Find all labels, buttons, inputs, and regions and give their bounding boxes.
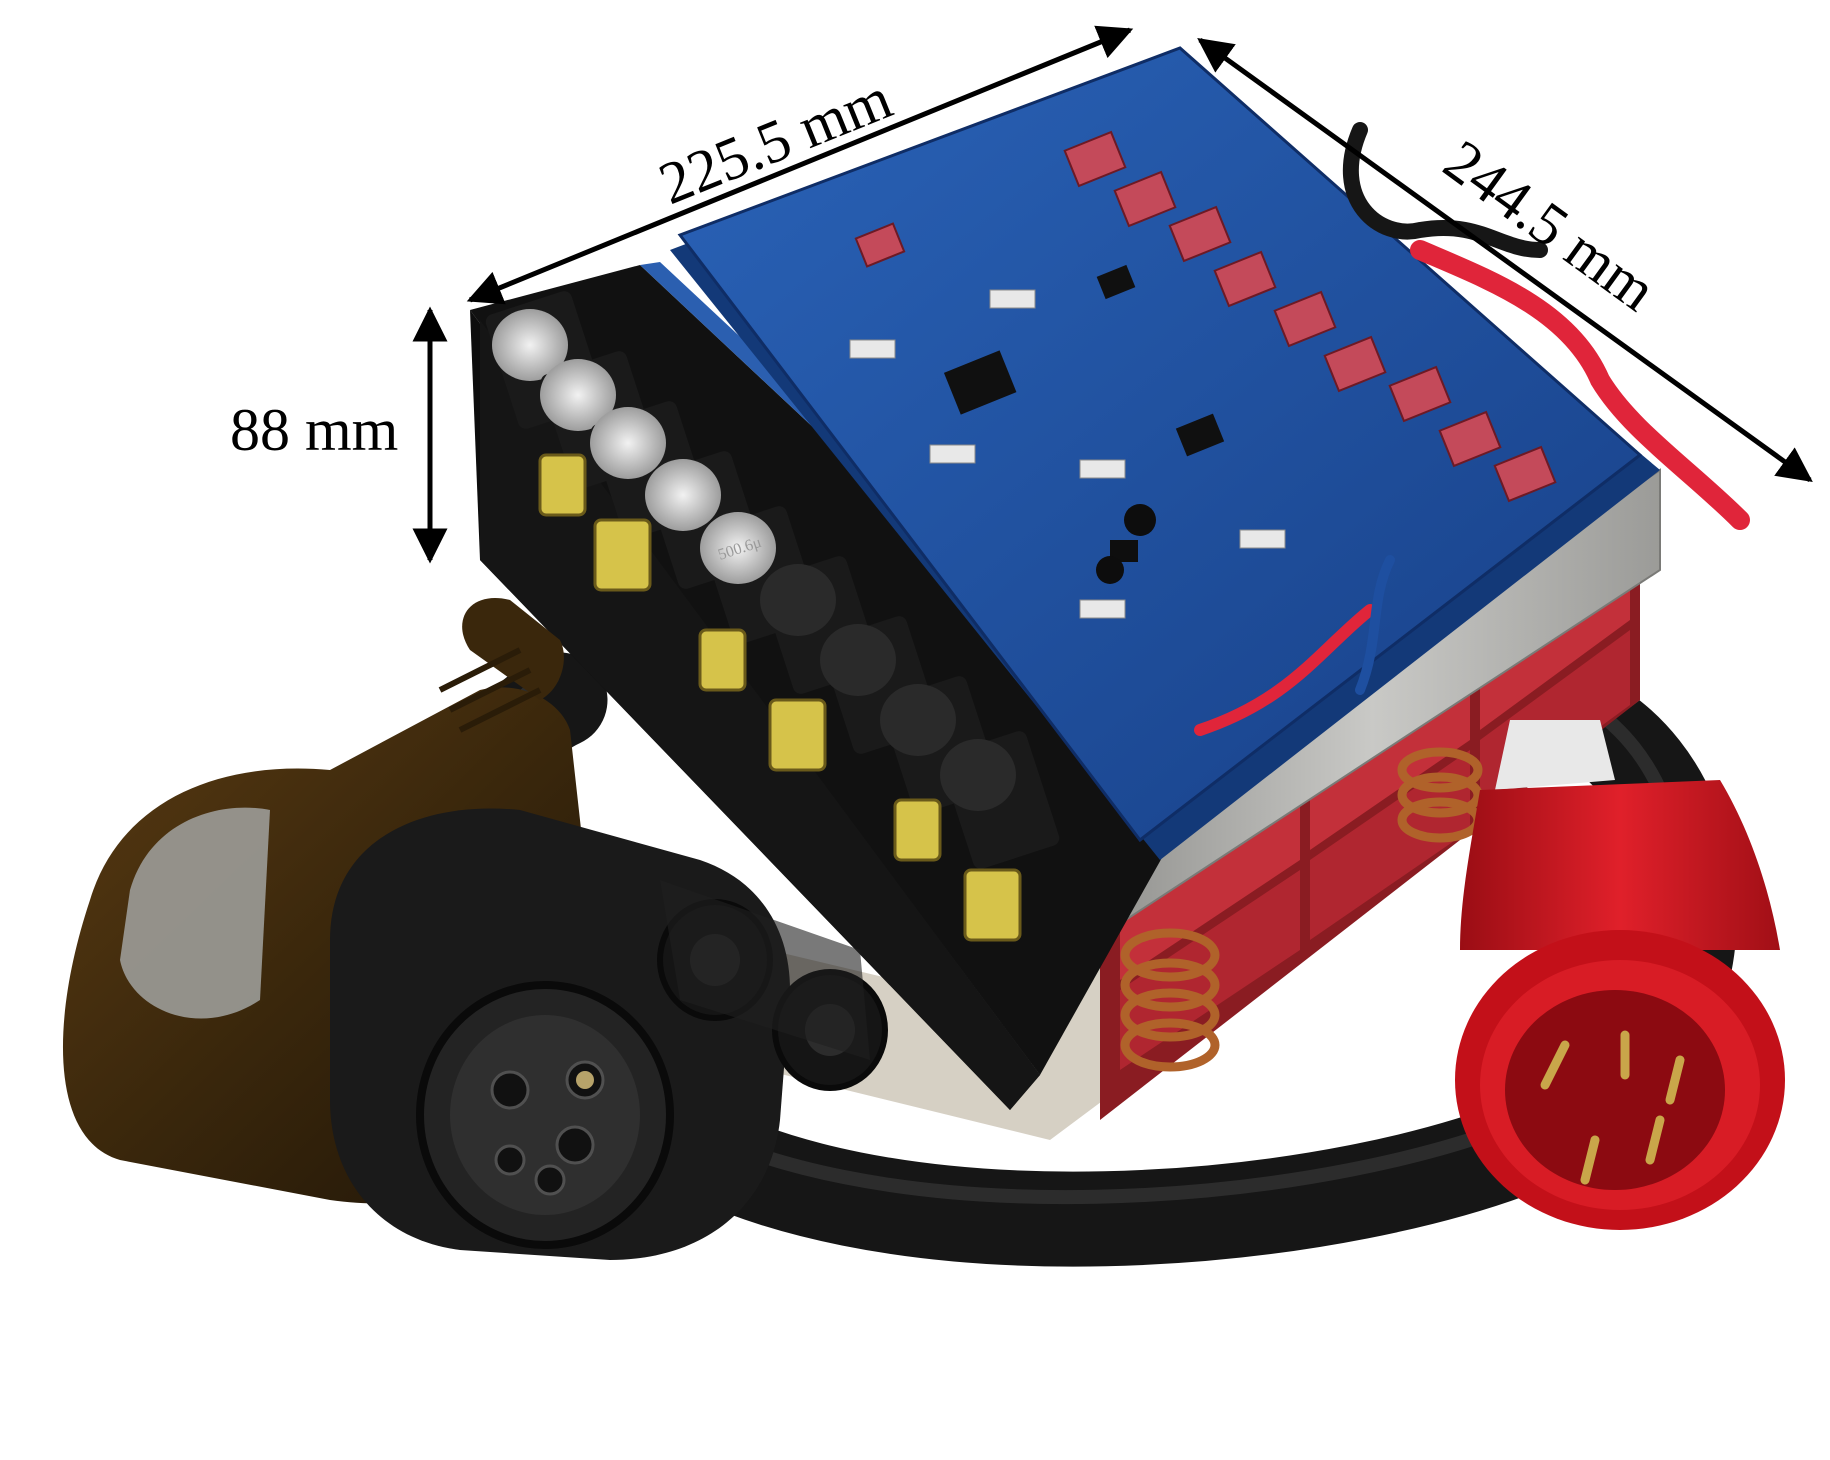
ccs-inlet <box>330 808 888 1260</box>
height-dimension-label: 88 mm <box>230 397 398 463</box>
yellow-inductors <box>538 453 1022 942</box>
ac-pins <box>490 1060 605 1196</box>
cee-plug <box>1455 720 1785 1230</box>
strain-relief <box>438 647 542 733</box>
plug-pins <box>1540 1030 1685 1185</box>
width-dimension-arrow <box>466 25 1134 305</box>
depth-dimension-arrow <box>1197 37 1813 483</box>
capacitor <box>940 731 1060 869</box>
